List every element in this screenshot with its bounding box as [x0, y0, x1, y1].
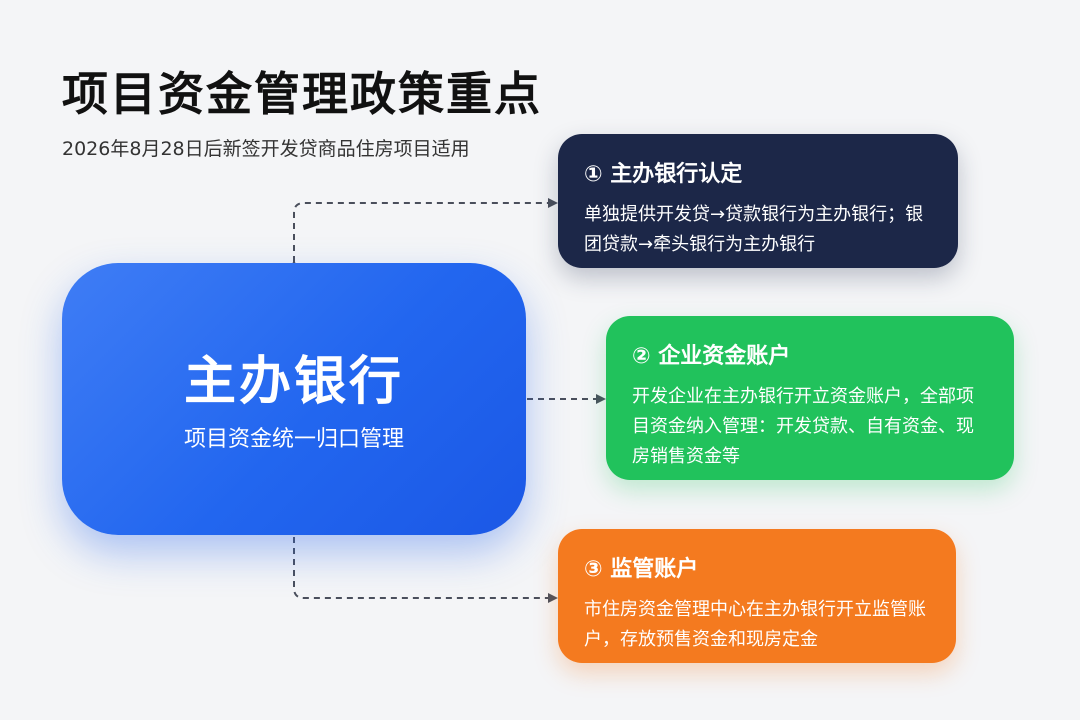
- card-title: ① 主办银行认定: [584, 162, 743, 187]
- card-description: 市住房资金管理中心在主办银行开立监管账户，存放预售资金和现房定金: [584, 599, 926, 650]
- card-description: 单独提供开发贷→贷款银行为主办银行；银团贷款→牵头银行为主办银行: [584, 204, 924, 255]
- card-description: 开发企业在主办银行开立资金账户，全部项目资金纳入管理：开发贷款、自有资金、现房销…: [632, 386, 974, 467]
- page-subtitle: 2026年8月28日后新签开发贷商品住房项目适用: [62, 138, 470, 160]
- card-title: ③ 监管账户: [584, 557, 699, 582]
- card-title: ② 企业资金账户: [632, 344, 791, 369]
- center-title: 主办银行: [183, 352, 404, 412]
- center-box-lead-bank: 主办银行 项目资金统一归口管理: [62, 263, 526, 535]
- card-supervision-account: ③ 监管账户 市住房资金管理中心在主办银行开立监管账户，存放预售资金和现房定金: [558, 529, 956, 663]
- page-title: 项目资金管理政策重点: [62, 67, 542, 121]
- card-lead-bank-identification: ① 主办银行认定 单独提供开发贷→贷款银行为主办银行；银团贷款→牵头银行为主办银…: [558, 134, 958, 268]
- connector-to-card-1: [289, 198, 558, 270]
- connector-to-card-3: [293, 537, 558, 603]
- card-enterprise-fund-account: ② 企业资金账户 开发企业在主办银行开立资金账户，全部项目资金纳入管理：开发贷款…: [606, 316, 1014, 480]
- center-subtitle: 项目资金统一归口管理: [183, 427, 404, 452]
